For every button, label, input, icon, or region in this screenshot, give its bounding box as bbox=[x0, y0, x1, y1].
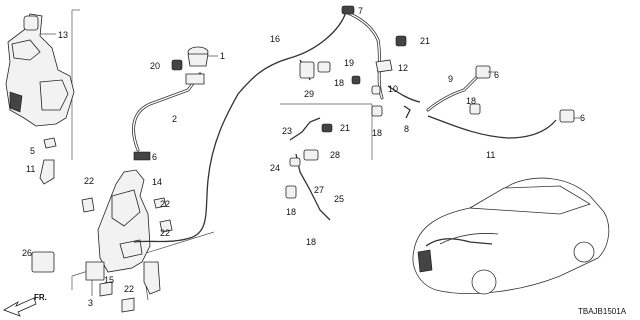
center-group bbox=[280, 59, 373, 221]
callout-1: 1 bbox=[220, 51, 225, 61]
callout-22d: 22 bbox=[124, 284, 134, 294]
callout-18e: 18 bbox=[306, 237, 316, 247]
callout-24: 24 bbox=[270, 163, 280, 173]
callout-6a: 6 bbox=[494, 70, 499, 80]
callout-23: 23 bbox=[282, 126, 292, 136]
callout-16: 15 bbox=[104, 275, 114, 285]
callout-15: 13 bbox=[58, 30, 68, 40]
callout-2: 2 bbox=[172, 114, 177, 124]
callout-22b: 22 bbox=[160, 199, 170, 209]
callout-3: 3 bbox=[88, 298, 93, 308]
callout-13: 12 bbox=[398, 63, 408, 73]
callout-17: 16 bbox=[270, 34, 280, 44]
callout-19: 19 bbox=[344, 58, 354, 68]
hose-17 bbox=[133, 11, 347, 243]
vehicle-outline bbox=[412, 177, 610, 295]
filler-assembly bbox=[132, 46, 218, 152]
callout-12: 11 bbox=[486, 150, 495, 160]
callout-29: 29 bbox=[304, 89, 314, 99]
callout-11: 11 bbox=[26, 164, 35, 174]
callout-10: 10 bbox=[388, 84, 398, 94]
reservoir-panel bbox=[5, 9, 80, 185]
callout-18d: 18 bbox=[286, 207, 296, 217]
callout-6b: 6 bbox=[580, 113, 585, 123]
callout-25: 25 bbox=[334, 194, 344, 204]
callout-22a: 22 bbox=[84, 176, 94, 186]
tank-panel bbox=[31, 151, 215, 313]
callout-28: 28 bbox=[330, 150, 340, 160]
callout-8: 8 bbox=[404, 124, 409, 134]
callout-18c: 18 bbox=[466, 96, 476, 106]
front-label: FR. bbox=[34, 293, 47, 302]
diagram-code: TBAJB1501A bbox=[578, 307, 627, 316]
callout-labels: 13 5 11 22 14 22 22 26 15 3 22 1 20 2 6 … bbox=[22, 6, 627, 316]
callout-22c: 22 bbox=[160, 228, 170, 238]
front-direction-arrow: FR. bbox=[3, 293, 47, 317]
callout-7: 7 bbox=[358, 6, 363, 16]
callout-26: 26 bbox=[22, 248, 32, 258]
callout-14: 14 bbox=[152, 177, 162, 187]
callout-21b: 21 bbox=[340, 123, 350, 133]
callout-21a: 21 bbox=[420, 36, 430, 46]
callout-4: 5 bbox=[30, 146, 35, 156]
callout-9: 9 bbox=[448, 74, 453, 84]
callout-18b: 18 bbox=[372, 128, 382, 138]
callout-18a: 18 bbox=[334, 78, 344, 88]
callout-27: 27 bbox=[314, 185, 324, 195]
right-hoses bbox=[341, 5, 580, 139]
callout-20: 20 bbox=[150, 61, 160, 71]
callout-5: 6 bbox=[152, 152, 157, 162]
